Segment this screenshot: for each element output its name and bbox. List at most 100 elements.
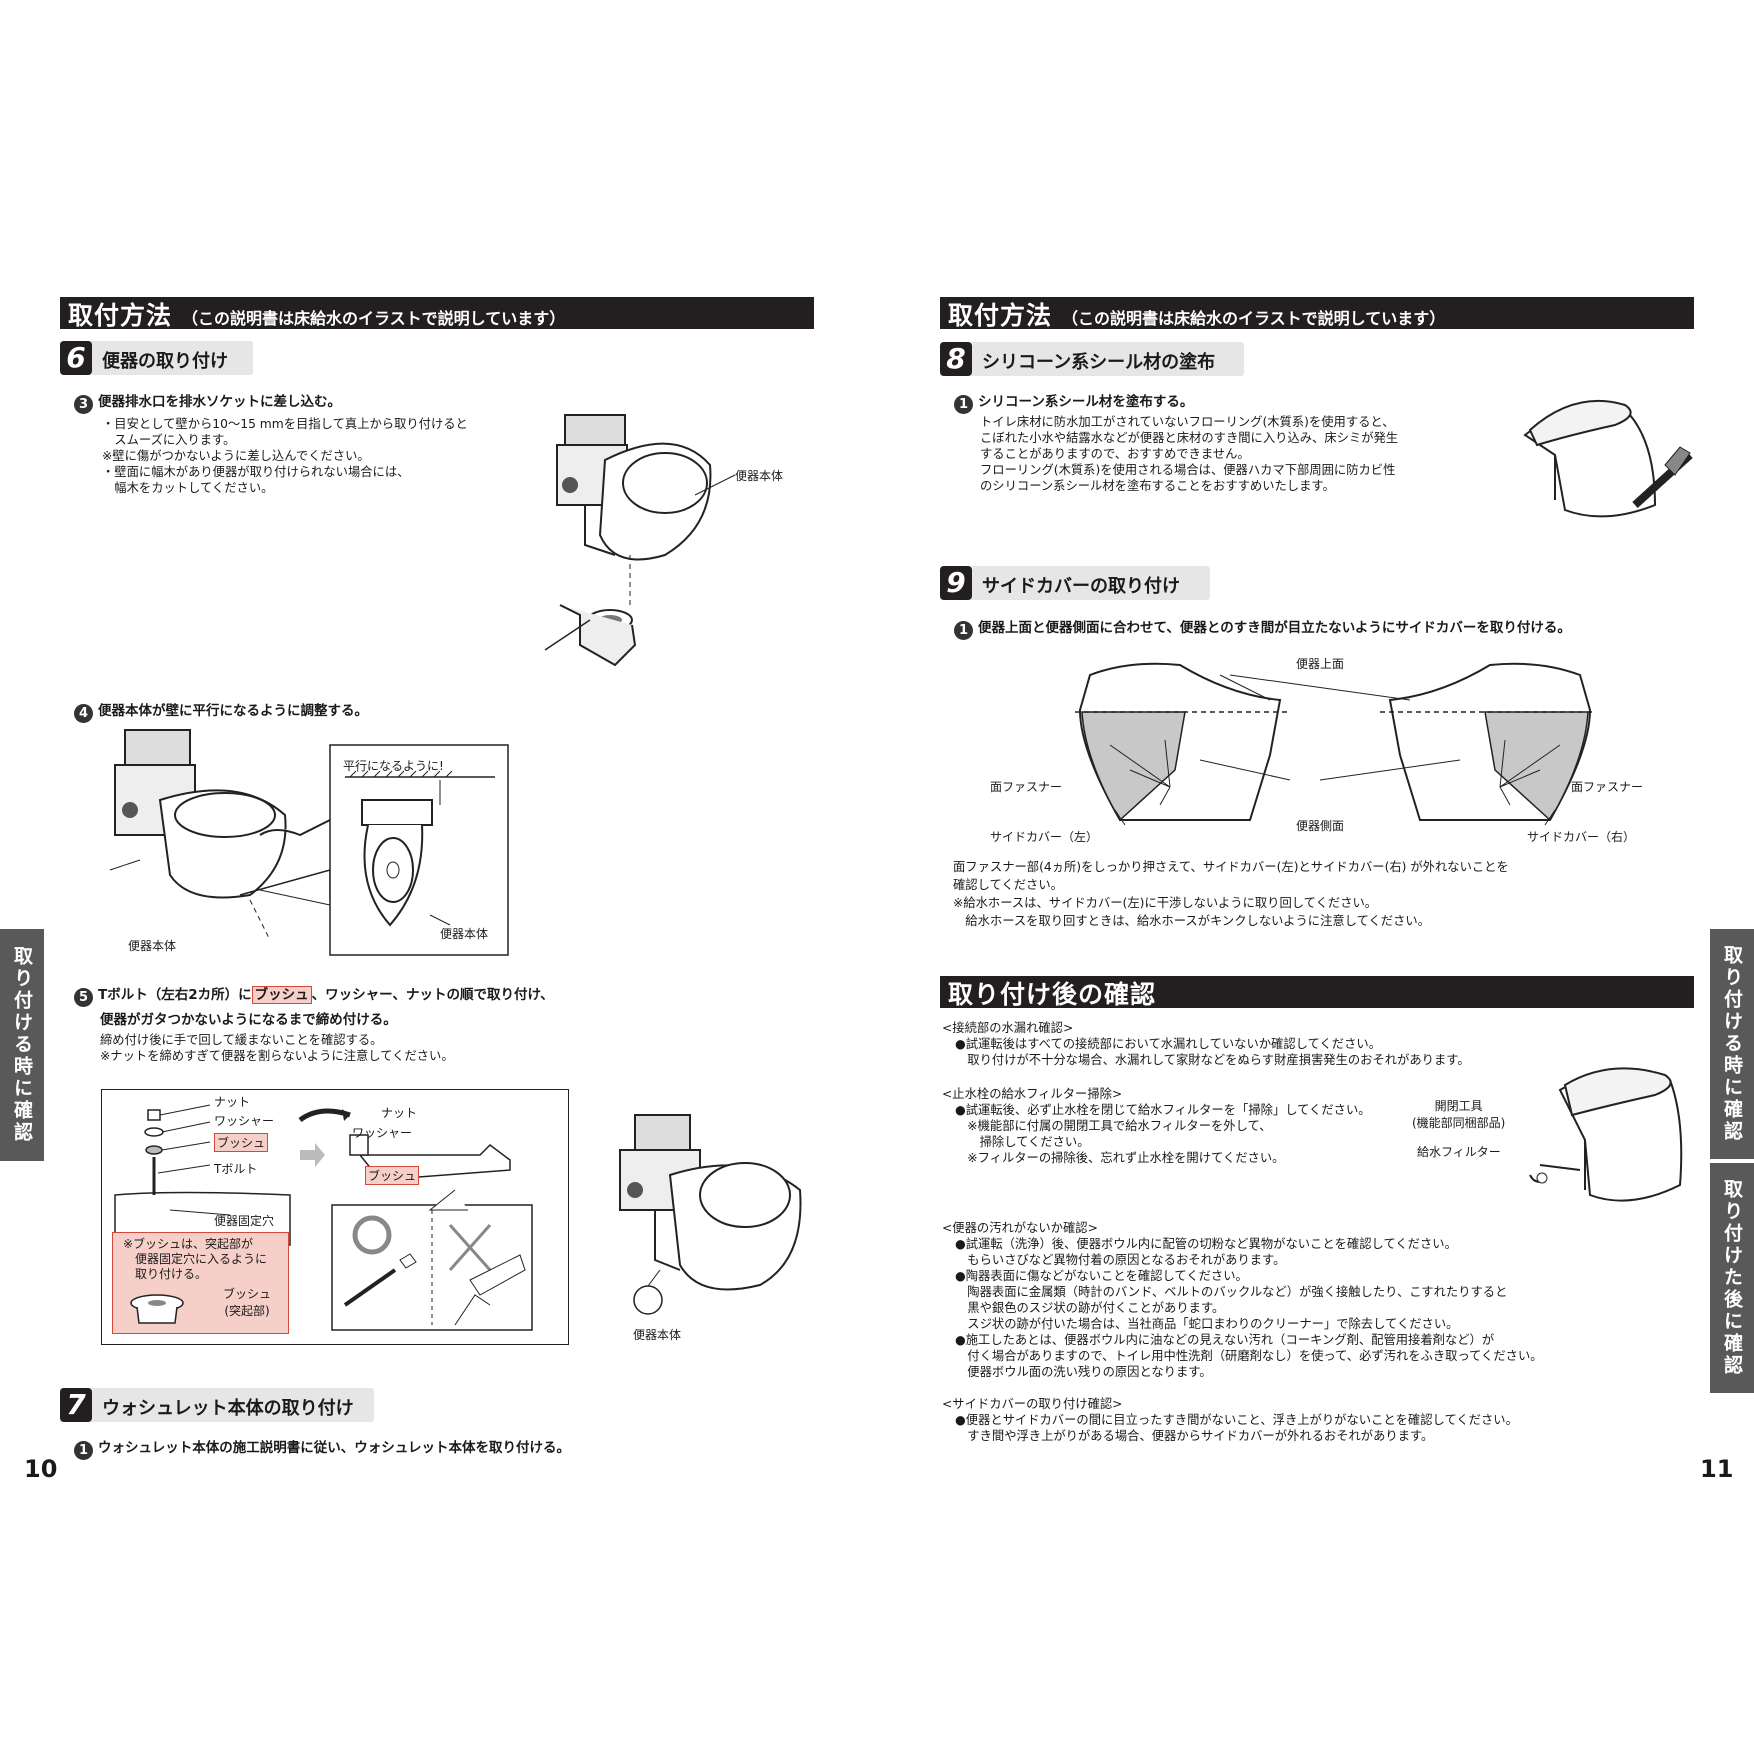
label-line: (機能部同梱部品) xyxy=(1412,1116,1506,1130)
substep-title-text: Tボルト（左右2カ所）に xyxy=(98,987,252,1003)
note-line: 便器固定穴に入るように xyxy=(123,1252,268,1266)
substep-title-text: 便器上面と便器側面に合わせて、便器とのすき間が目立たないようにサイドカバーを取り… xyxy=(978,620,1571,636)
left-section-header: 取付方法 （この説明書は床給水のイラストで説明しています） xyxy=(60,297,814,330)
body-line: こぼれた小水や結露水などが便器と床材のすき間に入り込み、床シミが発生 xyxy=(980,431,1399,445)
side-tab-right-after: 取り付けた後に確認 xyxy=(1710,1163,1754,1393)
step-8-number: 8 xyxy=(940,342,972,376)
toilet-body-label: 便器本体 xyxy=(633,1328,682,1342)
after-install-title: 取り付け後の確認 xyxy=(948,980,1157,1009)
tbolt-label: Tボルト xyxy=(214,1162,258,1176)
step-8-heading: 8 シリコーン系シール材の塗布 xyxy=(940,342,1244,376)
circled-number: 5 xyxy=(74,988,93,1007)
check-leak-section: <接続部の水漏れ確認> ●試運転後はすべての接続部において水漏れしていないか確認… xyxy=(942,1020,1470,1068)
circled-number: 3 xyxy=(74,395,93,414)
body-line: のシリコーン系シール材を塗布することをおすすめいたします。 xyxy=(980,479,1335,493)
washer-label-2: ワッシャー xyxy=(352,1126,413,1140)
substep-title-text: 便器本体が壁に平行になるように調整する。 xyxy=(98,703,368,719)
left-header-title: 取付方法 xyxy=(68,301,173,330)
check-heading: <接続部の水漏れ確認> xyxy=(942,1021,1074,1035)
substep-title-text: シリコーン系シール材を塗布する。 xyxy=(978,394,1194,410)
substep-title-text: ウォシュレット本体の施工説明書に従い、ウォシュレット本体を取り付ける。 xyxy=(98,1440,570,1456)
check-heading: <便器の汚れがないか確認> xyxy=(942,1221,1098,1235)
substep-7-1-title: 1 ウォシュレット本体の施工説明書に従い、ウォシュレット本体を取り付ける。 xyxy=(74,1436,570,1460)
water-filter-label: 給水フィルター xyxy=(1417,1145,1501,1159)
body-line: 陶器表面に金属類（時計のバンド、ベルトのバックルなど）が強く接触したり、こすれた… xyxy=(955,1285,1508,1299)
step-6-label: 便器の取り付け xyxy=(102,351,228,372)
circled-number: 1 xyxy=(954,395,973,414)
body-line: 掃除してください。 xyxy=(955,1135,1090,1149)
body-line: 面ファスナー部(4ヵ所)をしっかり押さえて、サイドカバー(左)とサイドカバー(右… xyxy=(953,860,1509,874)
fastener-label-right: 面ファスナー xyxy=(1571,780,1644,794)
washer-label: ワッシャー xyxy=(214,1114,275,1128)
bush-protrusion-label: ブッシュ (突起部) xyxy=(223,1285,271,1319)
body-line: ※機能部に付属の開閉工具で給水フィルターを外して、 xyxy=(955,1119,1272,1133)
substep-6-5-body: 締め付け後に手で回して緩まないことを確認する。 ※ナットを締めすぎて便器を割らな… xyxy=(100,1032,454,1064)
bush-note-box: ※ブッシュは、突起部が 便器固定穴に入るように 取り付ける。 ブッシュ (突起部… xyxy=(112,1232,289,1334)
parallel-callout: 平行になるように! xyxy=(343,759,444,773)
body-line: 締め付け後に手で回して緩まないことを確認する。 xyxy=(100,1033,383,1047)
bush-part-icon xyxy=(130,1294,184,1324)
fixing-hole-label: 便器固定穴 xyxy=(214,1214,275,1228)
toilet-parallel-adjust-illustration xyxy=(109,729,509,956)
side-tab-right-during: 取り付ける時に確認 xyxy=(1710,929,1754,1159)
note-line: 取り付ける。 xyxy=(123,1267,208,1281)
toilet-top-label: 便器上面 xyxy=(1296,657,1345,671)
step-6-number: 6 xyxy=(60,341,92,375)
right-section-header: 取付方法 （この説明書は床給水のイラストで説明しています） xyxy=(940,297,1694,330)
page-number-left: 10 xyxy=(24,1455,58,1483)
check-side-cover-section: <サイドカバーの取り付け確認> ●便器とサイドカバーの間に目立ったすき間がないこ… xyxy=(942,1396,1518,1444)
silicone-sealant-illustration xyxy=(1523,399,1693,518)
body-line: 確認してください。 xyxy=(953,878,1063,892)
right-header-subtitle: （この説明書は床給水のイラストで説明しています） xyxy=(1062,309,1446,328)
step-7-label: ウォシュレット本体の取り付け xyxy=(102,1398,354,1419)
circled-number: 1 xyxy=(74,1441,93,1460)
body-line: 給水ホースを取り回すときは、給水ホースがキンクしないように注意してください。 xyxy=(953,914,1430,928)
side-cover-left-label: サイドカバー（左） xyxy=(990,830,1099,844)
toilet-drain-socket-illustration xyxy=(544,414,736,667)
nut-label-2: ナット xyxy=(381,1106,418,1120)
filter-cleaning-illustration xyxy=(1529,1067,1683,1202)
body-line: ●便器とサイドカバーの間に目立ったすき間がないこと、浮き上がりがないことを確認し… xyxy=(955,1413,1518,1427)
note-line: ※ブッシュは、突起部が xyxy=(123,1237,254,1251)
toilet-bolt-location-illustration xyxy=(619,1114,802,1315)
body-line: ・壁面に幅木があり便器が取り付けられない場合には、 xyxy=(102,465,410,479)
substep-6-3-title: 3 便器排水口を排水ソケットに差し込む。 xyxy=(74,390,341,414)
body-line: 取り付けが不十分な場合、水漏れして家財などをぬらす財産損害発生のおそれがあります… xyxy=(955,1053,1470,1067)
fastener-label-left: 面ファスナー xyxy=(990,780,1063,794)
body-line: 付く場合がありますので、トイレ用中性洗剤（研磨剤なし）を使って、必ず汚れをふき取… xyxy=(955,1349,1543,1363)
page-number-right: 11 xyxy=(1700,1455,1734,1483)
body-line: ●陶器表面に傷などがないことを確認してください。 xyxy=(955,1269,1248,1283)
body-line: することがありますので、おすすめできません。 xyxy=(980,447,1250,461)
step-9-heading: 9 サイドカバーの取り付け xyxy=(940,566,1210,600)
check-heading: <止水栓の給水フィルター掃除> xyxy=(942,1087,1123,1101)
bush-highlight: ブッシュ xyxy=(251,986,312,1004)
substep-6-3-body: ・目安として壁から10～15 mmを目指して真上から取り付けると スムーズに入り… xyxy=(102,416,468,496)
toilet-side-label: 便器側面 xyxy=(1296,819,1345,833)
circled-number: 4 xyxy=(74,704,93,723)
body-line: 幅木をカットしてください。 xyxy=(102,481,274,495)
substep-8-1-title: 1 シリコーン系シール材を塗布する。 xyxy=(954,390,1193,414)
body-line: ※給水ホースは、サイドカバー(左)に干渉しないように取り回してください。 xyxy=(953,896,1378,910)
after-install-header: 取り付け後の確認 xyxy=(940,976,1694,1009)
step-7-heading: 7 ウォシュレット本体の取り付け xyxy=(60,1388,374,1422)
tool-label: 開閉工具 (機能部同梱部品) xyxy=(1412,1097,1505,1131)
body-line: ●試運転後、必ず止水栓を閉じて給水フィルターを「掃除」してください。 xyxy=(955,1103,1371,1117)
body-line: もらいさびなど異物付着の原因となるおそれがあります。 xyxy=(955,1253,1286,1267)
label-line: (突起部) xyxy=(224,1304,270,1318)
substep-9-1-title: 1 便器上面と便器側面に合わせて、便器とのすき間が目立たないようにサイドカバーを取… xyxy=(954,616,1571,640)
toilet-body-label: 便器本体 xyxy=(735,469,784,483)
substep-8-1-body: トイレ床材に防水加工がされていないフローリング(木質系)を使用すると、 こぼれた… xyxy=(980,414,1398,494)
body-line: フローリング(木質系)を使用される場合は、便器ハカマ下部周囲に防カビ性 xyxy=(980,463,1396,477)
body-line: ●施工したあとは、便器ボウル内に油などの見えない汚れ（コーキング剤、配管用接着剤… xyxy=(955,1333,1495,1347)
bush-label-2: ブッシュ xyxy=(365,1166,420,1185)
step-6-heading: 6 便器の取り付け xyxy=(60,341,253,375)
body-line: ●試運転（洗浄）後、便器ボウル内に配管の切粉など異物がないことを確認してください… xyxy=(955,1237,1457,1251)
body-line: スジ状の跡が付いた場合は、当社商品「蛇口まわりのクリーナー」で除去してください。 xyxy=(955,1317,1459,1331)
body-line: ※ナットを締めすぎて便器を割らないように注意してください。 xyxy=(100,1049,454,1063)
body-line: 便器ボウル面の洗い残りの原因となります。 xyxy=(955,1365,1212,1379)
body-line: トイレ床材に防水加工がされていないフローリング(木質系)を使用すると、 xyxy=(980,415,1395,429)
body-line: ※壁に傷がつかないように差し込んでください。 xyxy=(102,449,370,463)
substep-title-text: 便器排水口を排水ソケットに差し込む。 xyxy=(98,394,341,410)
circled-number: 1 xyxy=(954,621,973,640)
